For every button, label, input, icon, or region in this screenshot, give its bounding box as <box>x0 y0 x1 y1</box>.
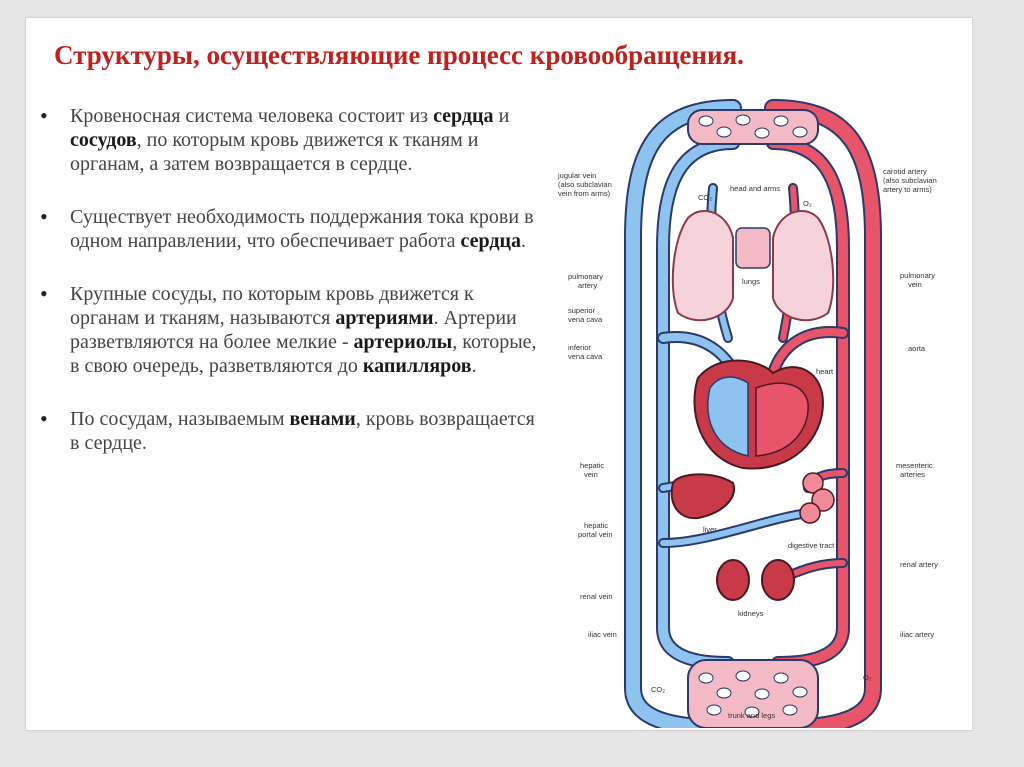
bullet-item: Крупные сосуды, по которым кровь движетс… <box>40 282 540 378</box>
label-kidneys: kidneys <box>738 609 764 618</box>
label-hepatic-vein: vein <box>584 470 598 479</box>
label-jugular-vein: vein from arms) <box>558 189 611 198</box>
capillary-net-bottom <box>687 659 819 728</box>
label-carotid-artery: artery to arms) <box>883 185 932 194</box>
bullet-text: . Артерии разветвляются на более мелкие … <box>70 307 517 353</box>
kidneys-organ <box>716 559 795 601</box>
label-mesenteric-arteries: arteries <box>900 470 925 479</box>
bullet-text: По сосудам, называемым <box>70 408 290 430</box>
label-heart: heart <box>816 367 834 376</box>
bullet-bold-term: артериями <box>335 307 434 329</box>
slide: Структуры, осуществляющие процесс кровоо… <box>26 18 972 730</box>
label-superior-vena-cava: superior <box>568 306 596 315</box>
liver-organ <box>670 473 735 520</box>
label-jugular-vein: (also subclavian <box>558 180 612 189</box>
label-carotid-artery: carotid artery <box>883 167 927 176</box>
label-inferior-vena-cava: inferior <box>568 343 591 352</box>
label-co2-top: CO₂ <box>698 193 712 202</box>
label-mesenteric-arteries: mesenteric <box>896 461 933 470</box>
label-iliac-vein: iliac vein <box>588 630 617 639</box>
bullet-text: , кровь возвращается в сердце. <box>70 408 535 454</box>
label-hepatic-portal-vein: portal vein <box>578 530 613 539</box>
bullet-text: , которые, в свою очередь, разветвляются… <box>70 331 537 377</box>
bullet-item: По сосудам, называемым венами, кровь воз… <box>40 407 540 455</box>
bullet-bold-term: артериолы <box>353 331 453 353</box>
bullet-text: Крупные сосуды, по которым кровь движетс… <box>70 283 474 329</box>
heart-organ <box>693 359 825 470</box>
capillary-net-top <box>687 109 819 145</box>
bullet-text: Существует необходимость поддержания ток… <box>70 206 534 252</box>
label-co2-bottom: CO₂ <box>651 685 665 694</box>
lungs-organ <box>671 209 835 322</box>
bullet-bold-term: сосудов <box>70 129 137 151</box>
label-renal-artery: renal artery <box>900 560 938 569</box>
label-carotid-artery: (also subclavian <box>883 176 937 185</box>
label-lungs: lungs <box>742 277 760 286</box>
bullet-bold-term: капилляров <box>362 355 472 377</box>
label-hepatic-vein: hepatic <box>580 461 604 470</box>
label-digestive-tract: digestive tract <box>788 541 835 550</box>
label-jugular-vein: jugular vein <box>557 171 596 180</box>
label-hepatic-portal-vein: hepatic <box>584 521 608 530</box>
label-o2-top: O₂ <box>803 199 812 208</box>
bullet-text: Кровеносная система человека состоит из <box>70 105 434 127</box>
bullet-text: . <box>471 355 477 377</box>
bullet-text: . <box>521 230 526 252</box>
bullet-bold-term: венами <box>289 408 356 430</box>
bullet-bold-term: сердца <box>433 105 494 127</box>
bullet-item: Существует необходимость поддержания ток… <box>40 205 540 253</box>
bullet-bold-term: сердца <box>460 230 522 252</box>
label-renal-vein: renal vein <box>580 592 613 601</box>
label-head-arms: head and arms <box>730 184 780 193</box>
label-pulmonary-artery: pulmonary <box>568 272 603 281</box>
bullet-text: и <box>493 105 510 127</box>
label-superior-vena-cava: vena cava <box>568 315 603 324</box>
circulatory-diagram: jugular vein (also subclavian vein from … <box>557 99 938 728</box>
label-trunk-legs: trunk and legs <box>728 711 775 720</box>
label-pulmonary-vein: vein <box>908 280 922 289</box>
label-pulmonary-vein: pulmonary <box>900 271 935 280</box>
digestive-tract-organ <box>799 472 835 524</box>
label-liver: liver <box>703 525 717 534</box>
bullet-list: Кровеносная система человека состоит из … <box>40 104 540 484</box>
label-o2-bottom: O₂ <box>863 673 872 682</box>
slide-title: Структуры, осуществляющие процесс кровоо… <box>54 40 744 70</box>
bullet-item: Кровеносная система человека состоит из … <box>40 104 540 176</box>
label-iliac-artery: iliac artery <box>900 630 934 639</box>
label-aorta: aorta <box>908 344 926 353</box>
label-pulmonary-artery: artery <box>578 281 597 290</box>
label-inferior-vena-cava: vena cava <box>568 352 603 361</box>
diagram-labels: jugular vein (also subclavian vein from … <box>557 167 938 720</box>
bullet-text: , по которым кровь движется к тканям и о… <box>70 129 479 175</box>
